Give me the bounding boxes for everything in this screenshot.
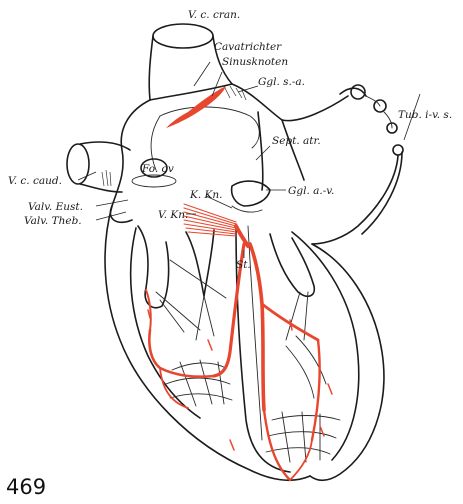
vena-cava-caudalis	[67, 142, 130, 192]
label-cavatrichter: Cavatrichter	[214, 41, 282, 53]
label-sinusknoten: Sinusknoten	[222, 56, 288, 68]
vena-cava-cranialis	[149, 24, 232, 100]
figure-number: 469	[6, 475, 46, 499]
label-tub-iv: Tub. i-v. s.	[398, 109, 452, 121]
right-atrium	[102, 84, 282, 222]
label-vc-caud: V. c. caud.	[8, 175, 62, 187]
his-bundle	[236, 226, 248, 246]
label-sept-atr: Sept. atr.	[272, 135, 321, 147]
label-valv-eust: Valv. Eust.	[28, 201, 83, 213]
labels: V. c. cran. Cavatrichter Sinusknoten Ggl…	[8, 9, 452, 271]
label-vc-cran: V. c. cran.	[188, 9, 240, 21]
label-k-kn: K. Kn.	[189, 189, 222, 201]
label-valv-theb: Valv. Theb.	[24, 215, 82, 227]
av-node-fan	[184, 204, 236, 236]
label-st: St.	[236, 259, 251, 271]
label-ggl-sa: Ggl. s.-a.	[258, 76, 305, 88]
left-bundle-branch	[250, 244, 264, 410]
label-fo-ov: Fo. ov	[141, 163, 174, 175]
av-junction	[232, 181, 270, 212]
label-v-kn: V. Kn.	[158, 209, 188, 221]
label-ggl-av: Ggl. a.-v.	[288, 185, 334, 197]
